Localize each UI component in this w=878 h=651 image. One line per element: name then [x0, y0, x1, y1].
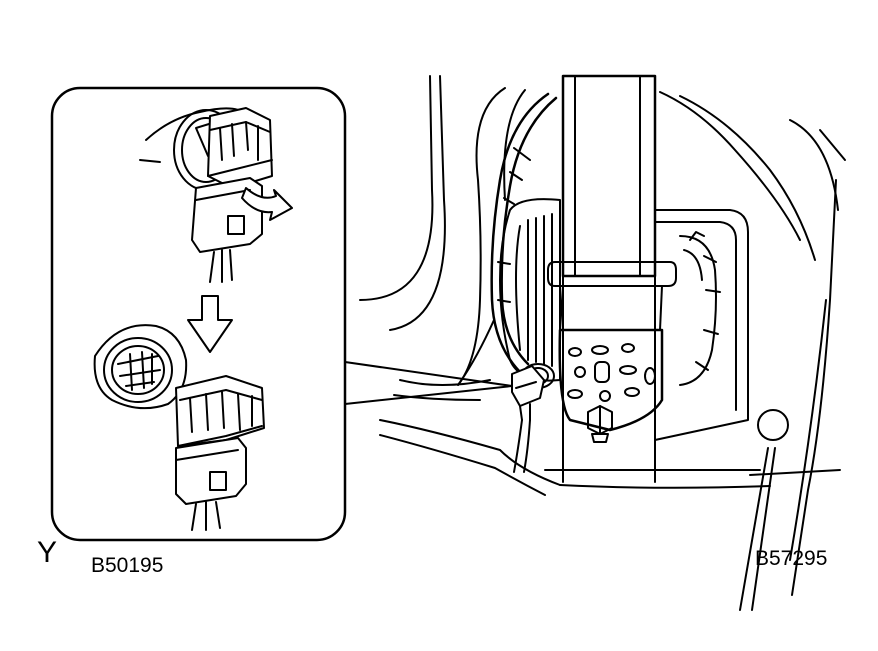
figure-code-left: B50195 [91, 554, 164, 577]
view-letter-label: Y [37, 536, 58, 569]
figure-code-right: B57295 [755, 547, 828, 570]
connector-lower [93, 324, 265, 531]
curved-arrow-icon [241, 187, 293, 221]
detail-inset [50, 86, 347, 542]
down-arrow-icon [187, 295, 233, 353]
main-assembly-view [359, 74, 846, 611]
callout-leader-lines [344, 361, 513, 405]
